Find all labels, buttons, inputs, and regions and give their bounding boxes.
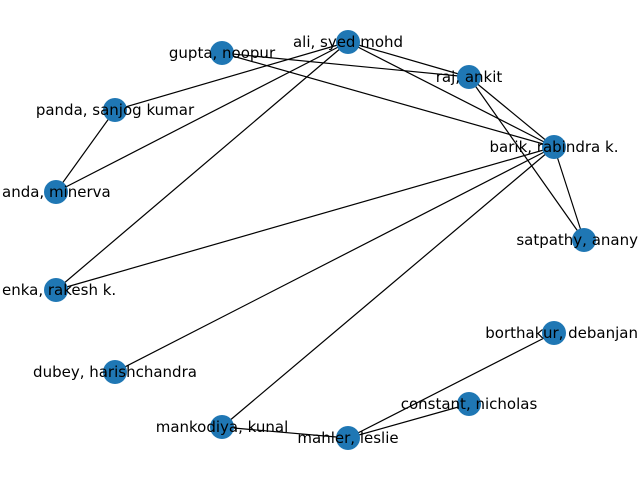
node-mahler[interactable] [336, 426, 360, 450]
node-label-satpathy: satpathy, anany [516, 231, 638, 249]
node-label-constant: constant, nicholas [401, 395, 538, 413]
edge-ali-raj [347, 41, 470, 78]
edge-mahler-borthakur [347, 332, 555, 439]
edge-ali-panda_m [55, 41, 349, 193]
node-layer [44, 30, 596, 450]
node-gupta[interactable] [210, 41, 234, 65]
node-panda_m[interactable] [44, 180, 68, 204]
node-constant[interactable] [457, 392, 481, 416]
node-panda_s[interactable] [103, 98, 127, 122]
node-label-panda_m: anda, minerva [2, 183, 111, 201]
node-label-mankodiya: mankodiya, kunal [156, 418, 289, 436]
node-label-raj: raj, ankit [436, 68, 503, 86]
node-satpathy[interactable] [572, 228, 596, 252]
node-label-dubey: dubey, harishchandra [33, 363, 197, 381]
edge-layer [55, 41, 585, 439]
node-label-borthakur: borthakur, debanjan [485, 324, 638, 342]
edge-raj-barik [468, 76, 555, 148]
node-label-gupta: gupta, noopur [169, 44, 276, 62]
edge-raj-satpathy [468, 76, 585, 241]
edge-barik-satpathy [553, 146, 585, 241]
edge-ali-barik [347, 41, 555, 148]
edge-gupta-raj [221, 52, 470, 78]
node-raj[interactable] [457, 65, 481, 89]
node-renka[interactable] [44, 278, 68, 302]
edge-barik-mankodiya [221, 146, 555, 428]
edge-mahler-constant [347, 403, 470, 439]
edge-gupta-barik [221, 52, 555, 148]
edge-barik-dubey [114, 146, 555, 373]
edge-panda_s-panda_m [55, 109, 116, 193]
node-dubey[interactable] [103, 360, 127, 384]
label-layer: ali, syed mohd gupta, noopur raj, ankit pan… [2, 33, 638, 447]
node-label-ali: ali, syed mohd [293, 33, 403, 51]
edge-barik-renka [55, 146, 555, 291]
node-borthakur[interactable] [542, 321, 566, 345]
edge-ali-renka [55, 41, 349, 291]
node-label-renka: enka, rakesh k. [2, 281, 116, 299]
node-mankodiya[interactable] [210, 415, 234, 439]
node-label-barik: barik, rabindra k. [490, 138, 619, 156]
node-label-panda_s: panda, sanjog kumar [36, 101, 195, 119]
node-label-mahler: mahler, leslie [297, 429, 398, 447]
edge-mankodiya-mahler [221, 426, 349, 439]
node-barik[interactable] [542, 135, 566, 159]
node-ali[interactable] [336, 30, 360, 54]
edge-ali-panda_s [114, 41, 349, 111]
